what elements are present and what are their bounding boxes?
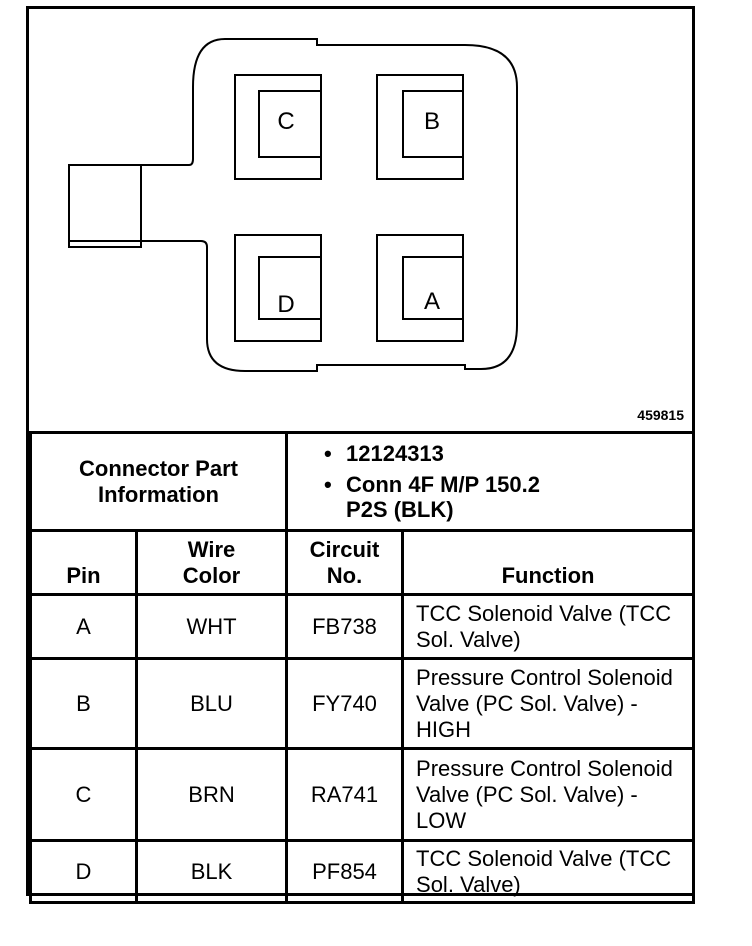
pin-label-c: C — [277, 108, 294, 135]
cell-wire-color: BLK — [134, 839, 289, 904]
connector-info-item: •12124313 — [324, 441, 444, 466]
table-row: C BRN RA741 Pressure Control Solenoid Va… — [29, 747, 696, 842]
table-row: A WHT FB738 TCC Solenoid Valve (TCC Sol.… — [29, 593, 696, 660]
cell-circuit: FY740 — [285, 657, 405, 750]
header-pin: Pin — [29, 529, 138, 596]
cell-function: Pressure Control Solenoid Valve (PC Sol.… — [401, 657, 696, 750]
cavity-d-inner — [258, 256, 322, 320]
connector-info-row: Connector Part Information •12124313 •Co… — [28, 431, 696, 532]
header-wire-color: Wire Color — [134, 529, 289, 596]
pin-table: Connector Part Information •12124313 •Co… — [28, 431, 696, 904]
cell-function: TCC Solenoid Valve (TCC Sol. Valve) — [401, 839, 696, 904]
pin-label-d: D — [277, 291, 294, 318]
connector-housing-outline — [68, 38, 518, 372]
connector-sheet: C B D A 459815 Connector Part Informatio… — [26, 6, 696, 904]
table-header-row: Pin Wire Color Circuit No. Function — [29, 529, 696, 596]
cell-function: Pressure Control Solenoid Valve (PC Sol.… — [401, 747, 696, 842]
cell-pin: A — [29, 593, 138, 660]
table-row: D BLK PF854 TCC Solenoid Valve (TCC Sol.… — [29, 839, 696, 904]
cavity-d-outer — [234, 234, 322, 342]
figure-id: 459815 — [637, 407, 684, 423]
header-function: Function — [401, 529, 696, 596]
bullet-icon: • — [324, 472, 332, 497]
header-circuit: Circuit No. — [285, 529, 405, 596]
cell-pin: B — [29, 657, 138, 750]
cell-pin: C — [29, 747, 138, 842]
cavity-a-inner — [402, 256, 464, 320]
bullet-icon: • — [324, 441, 332, 466]
cavity-b-inner — [402, 90, 464, 158]
connector-info-item: •Conn 4F M/P 150.2 P2S (BLK) — [324, 472, 540, 522]
cavity-c-inner — [258, 90, 322, 158]
table-row: B BLU FY740 Pressure Control Solenoid Va… — [29, 657, 696, 750]
connector-info-label: Connector Part Information — [28, 431, 289, 532]
cell-pin: D — [29, 839, 138, 904]
cell-wire-color: WHT — [134, 593, 289, 660]
pin-label-a: A — [424, 288, 440, 315]
connector-latch — [68, 164, 142, 248]
cell-function: TCC Solenoid Valve (TCC Sol. Valve) — [401, 593, 696, 660]
connector-info-list: •12124313 •Conn 4F M/P 150.2 P2S (BLK) — [285, 431, 696, 532]
connector-face-drawing: C B D A — [68, 38, 518, 372]
cell-wire-color: BLU — [134, 657, 289, 750]
connector-diagram: C B D A 459815 — [29, 9, 692, 431]
cell-circuit: RA741 — [285, 747, 405, 842]
cell-circuit: FB738 — [285, 593, 405, 660]
pin-label-b: B — [424, 108, 440, 135]
cell-wire-color: BRN — [134, 747, 289, 842]
cell-circuit: PF854 — [285, 839, 405, 904]
cavity-a-outer — [376, 234, 464, 342]
